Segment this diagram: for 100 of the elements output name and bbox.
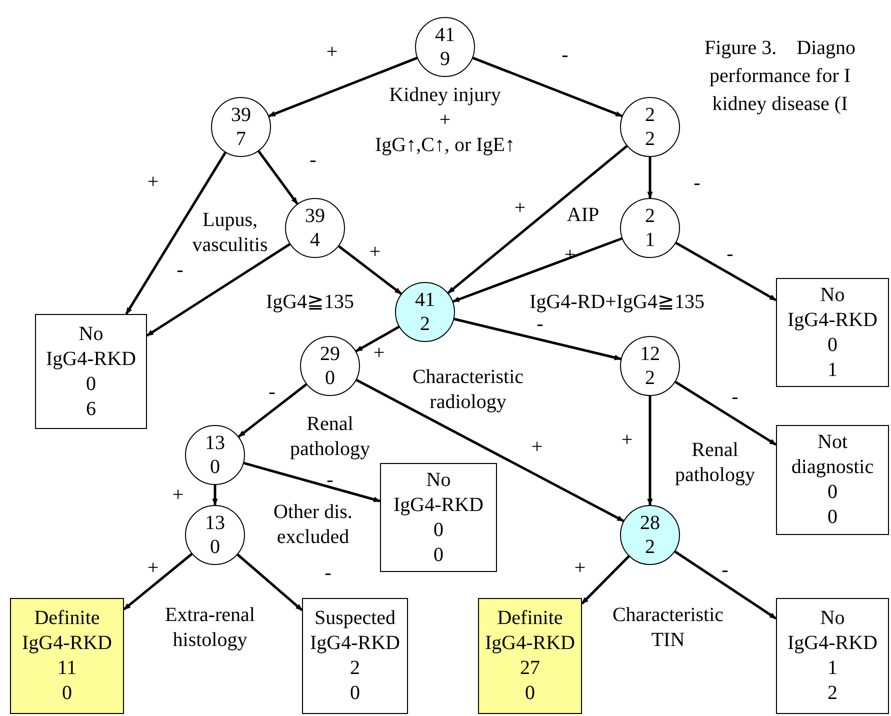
count-circle	[185, 505, 245, 565]
arrow	[447, 145, 628, 294]
count-value: 29	[320, 342, 340, 366]
count-value: 2	[645, 204, 655, 228]
arrow	[238, 383, 308, 438]
arrow	[146, 243, 290, 337]
criterion-label: Renal pathology	[289, 412, 371, 462]
count-value: 6	[86, 396, 96, 422]
count-value: 7	[236, 127, 246, 151]
outcome-label: Suspected IgG4-RKD	[309, 606, 401, 656]
count-value: 0	[325, 366, 335, 390]
count-value: 1	[828, 358, 838, 382]
arrow	[674, 380, 777, 446]
criterion-label: IgG↑,C↑, or IgE↑	[374, 133, 516, 158]
count-value: 12	[640, 342, 660, 366]
count-circle	[620, 505, 680, 565]
edge-label: -	[326, 470, 334, 490]
edge-label: +	[514, 198, 526, 218]
criterion-label: Characteristic TIN	[611, 603, 725, 653]
figure-title: Figure 3. Diagno performance for I kidney disease (I	[703, 36, 857, 117]
arrow	[338, 245, 402, 295]
edge-label: -	[562, 45, 568, 65]
edge-label: +	[369, 242, 381, 262]
count-value: 2	[645, 103, 655, 127]
outcome-box	[302, 598, 408, 714]
criterion-label: +	[438, 108, 452, 133]
count-value: 0	[350, 681, 360, 706]
arrow	[454, 318, 622, 360]
outcome-label: No IgG4-RKD	[786, 282, 878, 332]
count-value: 2	[645, 366, 655, 390]
edge-label: -	[310, 150, 316, 170]
edge-label: +	[621, 430, 633, 450]
edge-label: -	[694, 173, 700, 193]
arrow	[674, 550, 777, 620]
edge-label: -	[722, 560, 728, 580]
count-value: 0	[828, 505, 838, 530]
criterion-label: AIP	[566, 203, 600, 228]
count-value: 0	[210, 535, 220, 559]
count-value: 39	[231, 103, 251, 127]
arrow	[258, 150, 298, 205]
count-value: 0	[525, 681, 535, 706]
criterion-label: Extra-renal histology	[164, 603, 256, 653]
count-value: 41	[435, 23, 455, 47]
edge-label: +	[147, 558, 159, 578]
criterion-label: Lupus, vasculitis	[191, 208, 269, 258]
count-value: 28	[640, 511, 660, 535]
count-value: 1	[828, 656, 838, 681]
arrow	[581, 555, 630, 604]
count-value: 13	[205, 511, 225, 535]
edge-label: -	[732, 387, 738, 407]
edge-label: -	[726, 244, 734, 264]
count-value: 1	[645, 228, 655, 252]
count-value: 0	[434, 542, 444, 568]
count-value: 2	[420, 312, 430, 336]
arrow	[236, 554, 303, 612]
outcome-label: No IgG4-RKD	[392, 468, 484, 518]
arrow	[647, 396, 653, 506]
arrow	[675, 242, 777, 302]
count-value: 9	[440, 47, 450, 71]
count-circle	[285, 198, 345, 258]
edge-label: -	[324, 563, 332, 583]
arrow	[125, 152, 226, 315]
edge-label: +	[574, 558, 586, 578]
count-value: 0	[210, 455, 220, 479]
arrow	[355, 326, 400, 352]
count-value: 11	[57, 656, 77, 681]
count-value: 0	[434, 518, 444, 542]
outcome-label: Definite IgG4-RKD	[484, 606, 576, 656]
criterion-label: Other dis. excluded	[272, 500, 354, 550]
edge-label: +	[326, 42, 338, 62]
edge-label: -	[536, 314, 544, 334]
outcome-box	[776, 425, 889, 535]
outcome-box	[35, 314, 147, 429]
edge-label: +	[373, 343, 385, 363]
criterion-label: Renal pathology	[674, 438, 756, 488]
arrow	[647, 157, 653, 199]
criterion-label: IgG4-RD+IgG4≧135	[528, 290, 706, 315]
outcome-box	[10, 598, 124, 714]
criterion-label: Characteristic radiology	[411, 365, 525, 415]
arrow	[452, 237, 622, 303]
count-value: 39	[305, 204, 325, 228]
outcome-label: No IgG4-RKD	[786, 606, 878, 656]
edge-label: -	[268, 382, 276, 402]
edge-label: -	[176, 260, 184, 280]
edge-label: +	[147, 172, 159, 192]
arrow	[212, 485, 218, 506]
criterion-label: IgG4≧135	[264, 290, 356, 315]
count-value: 0	[828, 332, 838, 358]
outcome-box	[776, 598, 889, 714]
count-value: 13	[205, 431, 225, 455]
count-value: 2	[645, 535, 655, 559]
count-value: 4	[310, 228, 320, 252]
outcome-box	[776, 278, 889, 387]
edge-label: +	[172, 485, 184, 505]
count-value: 0	[828, 480, 838, 505]
edge-label: +	[531, 437, 543, 457]
criterion-label: Kidney injury	[388, 83, 502, 108]
arrow	[244, 462, 381, 502]
arrow	[472, 56, 623, 118]
count-value: 2	[350, 656, 360, 681]
